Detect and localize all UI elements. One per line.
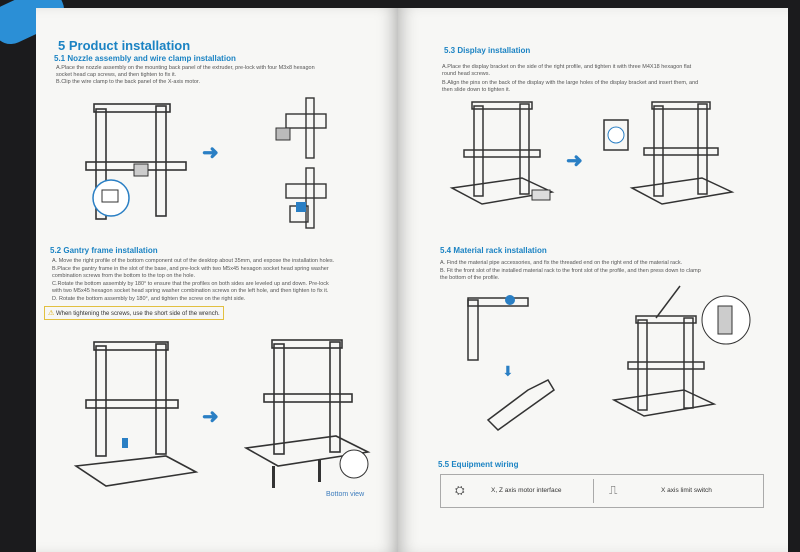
section-5-1-line-a1: A.Place the nozzle assembly on the mount… bbox=[56, 65, 315, 71]
material-rack-parts-illustration: ⬇ bbox=[467, 295, 555, 431]
step-arrow-icon: ➜ bbox=[202, 142, 219, 164]
wiring-table: ⛭ X, Z axis motor interface ⎍ X axis lim… bbox=[440, 474, 764, 508]
section-5-1-line-b: B.Clip the wire clamp to the back panel … bbox=[56, 79, 200, 85]
assembled-printer-illustration bbox=[244, 339, 371, 488]
page-title: 5 Product installation bbox=[58, 38, 191, 53]
step-arrow-icon: ➜ bbox=[566, 150, 583, 172]
section-5-5-heading: 5.5 Equipment wiring bbox=[438, 460, 519, 469]
limit-switch-icon: ⎍ bbox=[609, 483, 618, 497]
display-bracket-printer-illustration bbox=[449, 101, 555, 205]
extruder-closeup-illustration bbox=[275, 97, 327, 229]
warning-note-text: When tightening the screws, use the shor… bbox=[55, 311, 220, 317]
printer-nozzle-illustration bbox=[85, 103, 187, 220]
section-5-2-heading: 5.2 Gantry frame installation bbox=[50, 246, 158, 255]
section-5-4-line-b1: B. Fit the front slot of the installed m… bbox=[440, 268, 701, 274]
warning-triangle-icon: ⚠ bbox=[48, 310, 55, 317]
motor-connector-icon: ⛭ bbox=[455, 483, 465, 497]
section-5-3-line-a2: round head screws. bbox=[442, 71, 490, 77]
section-5-4-line-a: A. Find the material pipe accessories, a… bbox=[440, 260, 683, 266]
svg-text:⬇: ⬇ bbox=[502, 363, 514, 379]
step-arrow-icon: ➜ bbox=[202, 406, 219, 428]
section-5-2-line-a: A. Move the right profile of the bottom … bbox=[52, 258, 335, 264]
section-5-2-line-d: D. Rotate the bottom assembly by 180°, a… bbox=[52, 296, 246, 302]
section-5-3-line-b2: then slide down to tighten it. bbox=[442, 87, 511, 93]
material-rack-mounted-illustration bbox=[611, 285, 751, 417]
gantry-frame-illustration bbox=[73, 341, 199, 487]
section-5-1-heading: 5.1 Nozzle assembly and wire clamp insta… bbox=[54, 54, 236, 63]
wiring-item-label: X, Z axis motor interface bbox=[491, 487, 562, 494]
wiring-item-label: X axis limit switch bbox=[661, 487, 712, 494]
section-5-2-line-c1: C.Rotate the bottom assembly by 180° to … bbox=[52, 281, 329, 287]
section-5-3-heading: 5.3 Display installation bbox=[444, 46, 531, 55]
divider bbox=[593, 479, 594, 503]
section-5-2-line-b1: B.Place the gantry frame in the slot of … bbox=[52, 266, 329, 272]
right-page: 5.3 Display installation A.Place the dis… bbox=[398, 8, 788, 552]
section-5-4-line-b2: the bottom of the profile. bbox=[440, 275, 500, 281]
bottom-view-label: Bottom view bbox=[326, 491, 365, 498]
section-5-4-heading: 5.4 Material rack installation bbox=[440, 246, 547, 255]
section-5-2-line-c2: with two M5x45 hexagon socket head sprin… bbox=[52, 288, 329, 294]
display-mounted-printer-illustration bbox=[603, 101, 735, 205]
section-5-3-line-b1: B.Align the pins on the back of the disp… bbox=[442, 80, 699, 86]
section-5-1-line-a2: socket head cap screws, and then tighten… bbox=[56, 72, 177, 78]
section-5-2-line-b2: combination screws from the bottom to th… bbox=[52, 273, 196, 279]
section-5-3-line-a1: A.Place the display bracket on the side … bbox=[442, 64, 692, 70]
left-page: 5 Product installation 5.1 Nozzle assemb… bbox=[36, 8, 398, 552]
warning-note: ⚠ When tightening the screws, use the sh… bbox=[44, 306, 224, 320]
